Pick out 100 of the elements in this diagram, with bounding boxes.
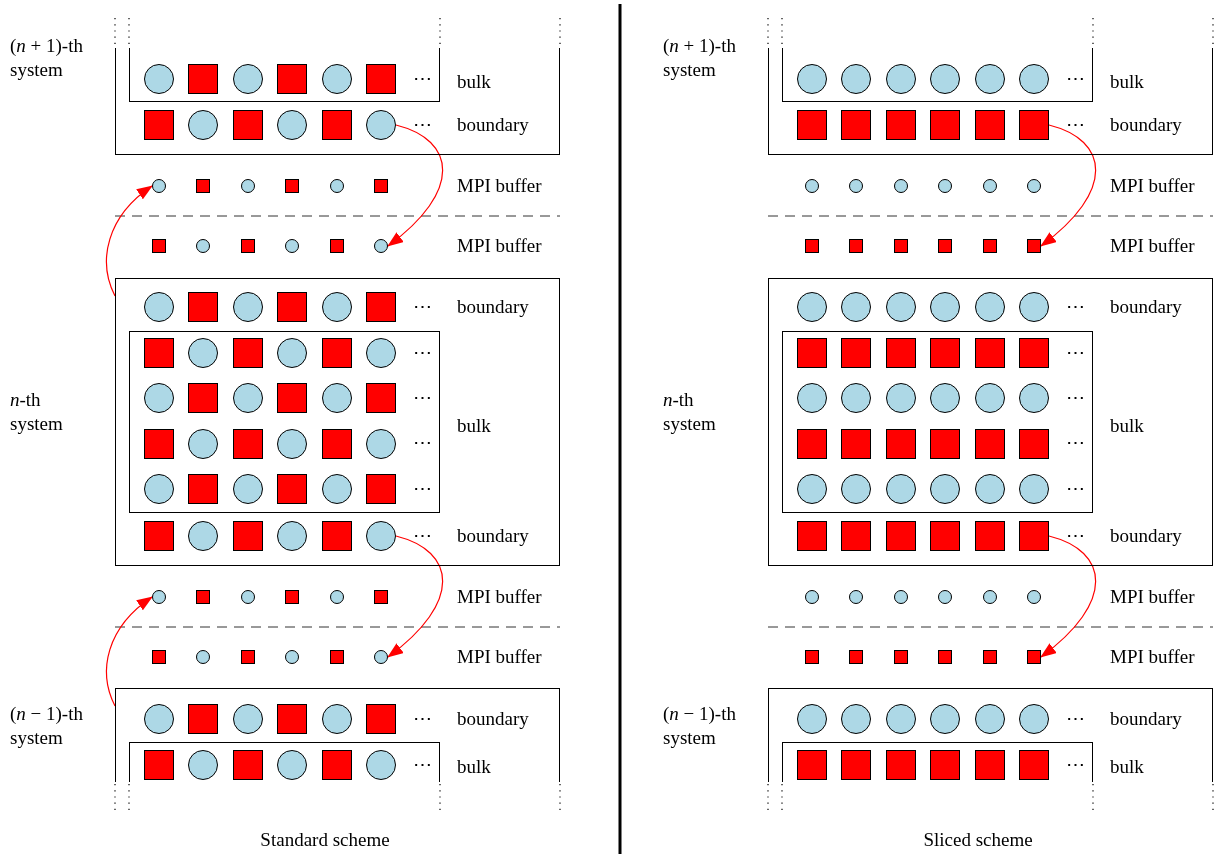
circle-particle <box>797 64 827 94</box>
bulk-label: bulk <box>1110 70 1144 94</box>
circle-particle <box>277 338 307 368</box>
buffer-label: MPI buffer <box>457 234 542 258</box>
circle-particle <box>144 64 174 94</box>
circle-particle <box>983 590 997 604</box>
square-particle <box>188 292 218 322</box>
circle-particle <box>144 292 174 322</box>
square-particle <box>975 428 1005 459</box>
square-particle <box>805 650 819 664</box>
circle-particle <box>374 650 388 664</box>
circle-particle <box>366 521 396 551</box>
system-label: (n − 1)-th system <box>10 702 84 750</box>
bulk-label: bulk <box>457 70 491 94</box>
circle-particle <box>277 750 307 780</box>
square-particle <box>277 292 307 322</box>
circle-particle <box>285 239 299 253</box>
square-particle <box>983 239 997 253</box>
square-particle <box>322 110 352 140</box>
circle-particle <box>366 338 396 368</box>
circle-particle <box>841 292 871 322</box>
curved-arrow <box>387 124 444 247</box>
circle-particle <box>196 650 210 664</box>
square-particle <box>366 383 396 414</box>
square-particle <box>930 521 960 551</box>
ellipsis: ⋯ <box>1066 524 1085 548</box>
square-particle <box>366 292 396 322</box>
square-particle <box>1027 650 1041 664</box>
circle-particle <box>930 292 960 322</box>
ellipsis: ⋯ <box>413 295 432 319</box>
buffer-label: MPI buffer <box>1110 234 1195 258</box>
square-particle <box>152 650 166 664</box>
circle-particle <box>233 64 263 94</box>
square-particle <box>330 650 344 664</box>
ellipsis: ⋯ <box>1066 707 1085 731</box>
curved-arrow <box>1040 535 1097 658</box>
circle-particle <box>930 473 960 504</box>
square-particle <box>233 750 263 780</box>
square-particle <box>975 338 1005 368</box>
circle-particle <box>330 179 344 193</box>
circle-particle <box>366 750 396 780</box>
circle-particle <box>241 590 255 604</box>
circle-particle <box>975 473 1005 504</box>
circle-particle <box>188 338 218 368</box>
square-particle <box>805 239 819 253</box>
circle-particle <box>277 521 307 551</box>
circle-particle <box>285 650 299 664</box>
square-particle <box>144 750 174 780</box>
circle-particle <box>930 64 960 94</box>
buffer-label: MPI buffer <box>457 585 542 609</box>
ellipsis: ⋯ <box>413 707 432 731</box>
boundary-label: boundary <box>1110 707 1182 731</box>
circle-particle <box>277 110 307 140</box>
circle-particle <box>322 473 352 504</box>
buffer-label: MPI buffer <box>1110 585 1195 609</box>
square-particle <box>374 590 388 604</box>
bulk-label: bulk <box>457 414 491 438</box>
square-particle <box>188 473 218 504</box>
square-particle <box>938 239 952 253</box>
bulk-label: bulk <box>1110 414 1144 438</box>
circle-particle <box>886 704 916 734</box>
ellipsis: ⋯ <box>1066 113 1085 137</box>
circle-particle <box>1019 292 1049 322</box>
square-particle <box>322 521 352 551</box>
circle-particle <box>1019 383 1049 414</box>
system-label: n-th system <box>663 388 717 436</box>
square-particle <box>241 239 255 253</box>
circle-particle <box>975 292 1005 322</box>
circle-particle <box>886 383 916 414</box>
system-label: (n − 1)-th system <box>663 702 737 750</box>
square-particle <box>277 383 307 414</box>
square-particle <box>233 428 263 459</box>
circle-particle <box>849 590 863 604</box>
boundary-label: boundary <box>1110 295 1182 319</box>
circle-particle <box>975 64 1005 94</box>
circle-particle <box>938 179 952 193</box>
square-particle <box>322 428 352 459</box>
system-label: (n + 1)-th system <box>10 34 84 82</box>
circle-particle <box>1019 473 1049 504</box>
square-particle <box>797 750 827 780</box>
square-particle <box>285 179 299 193</box>
square-particle <box>1019 338 1049 368</box>
boundary-label: boundary <box>1110 524 1182 548</box>
scheme-caption: Sliced scheme <box>923 828 1033 852</box>
square-particle <box>188 704 218 734</box>
square-particle <box>886 338 916 368</box>
circle-particle <box>886 473 916 504</box>
ellipsis: ⋯ <box>413 431 432 455</box>
circle-particle <box>983 179 997 193</box>
square-particle <box>188 64 218 94</box>
boundary-label: boundary <box>457 524 529 548</box>
circle-particle <box>144 704 174 734</box>
circle-particle <box>196 239 210 253</box>
square-particle <box>886 110 916 140</box>
square-particle <box>366 64 396 94</box>
square-particle <box>366 473 396 504</box>
square-particle <box>930 428 960 459</box>
buffer-label: MPI buffer <box>1110 174 1195 198</box>
square-particle <box>797 338 827 368</box>
circle-particle <box>188 750 218 780</box>
